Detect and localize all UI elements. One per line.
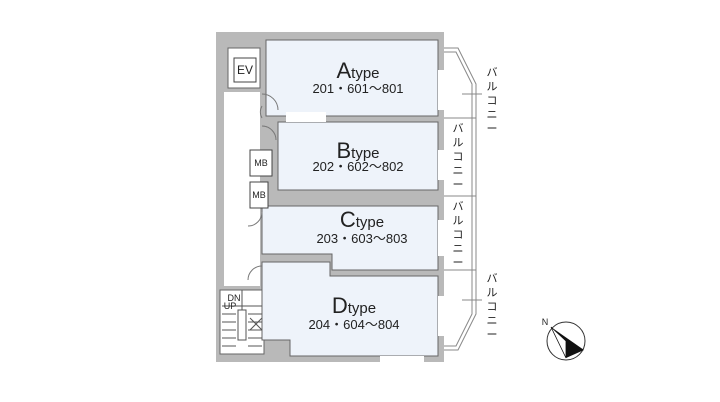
svg-text:Atype: Atype [336, 58, 379, 83]
stair-up-label: UP [224, 301, 237, 311]
balcony-label-2: バ ル コ ニ ー [453, 122, 464, 191]
staircase [222, 290, 263, 347]
openings [286, 70, 444, 364]
svg-text:ー: ー [453, 257, 464, 269]
balcony-label-4: バ ル コ ニ ー [487, 272, 498, 341]
unit-letter-c: C [340, 207, 356, 232]
unit-rooms-b: 202・602～802 [312, 159, 403, 174]
unit-rooms-c: 203・603～803 [316, 231, 407, 246]
svg-text:ル: ル [453, 215, 464, 227]
balcony-label-3: バ ル コ ニ ー [453, 200, 464, 269]
unit-suffix-b: type [351, 145, 379, 162]
unit-room-a [265, 39, 439, 117]
svg-text:コ: コ [453, 229, 464, 241]
svg-text:コ: コ [487, 301, 498, 313]
unit-letter-b: B [336, 138, 351, 163]
stair-dn-label: DN [228, 293, 241, 303]
svg-text:ー: ー [487, 123, 498, 135]
unit-room-c [261, 205, 439, 271]
unit-suffix-c: type [356, 214, 384, 231]
unit-suffix-a: type [351, 65, 379, 82]
balcony-lines [444, 47, 482, 351]
door-swings [247, 93, 279, 281]
svg-text:Dtype: Dtype [332, 293, 376, 318]
ev-box [233, 57, 257, 83]
unit-suffix-d: type [348, 300, 376, 317]
unit-rooms-a: 201・601～801 [312, 81, 403, 96]
svg-text:ー: ー [453, 179, 464, 191]
svg-text:ー: ー [487, 329, 498, 341]
unit-room-d [261, 261, 439, 357]
svg-text:ニ: ニ [487, 109, 498, 121]
north-compass: N [542, 317, 586, 361]
unit-letter-a: A [336, 58, 351, 83]
balcony-label-1: バ ル コ ニ ー [487, 66, 498, 135]
svg-text:ル: ル [487, 81, 498, 93]
svg-text:バ: バ [453, 200, 464, 213]
svg-text:Btype: Btype [336, 138, 379, 163]
svg-text:コ: コ [487, 95, 498, 107]
svg-text:ニ: ニ [487, 315, 498, 327]
unit-label-d: Dtype 204・604～804 [308, 293, 399, 332]
unit-room-b [277, 121, 439, 191]
north-label: N [542, 317, 549, 327]
mb-label-1: MB [254, 158, 268, 168]
svg-text:ル: ル [453, 137, 464, 149]
unit-label-a: Atype 201・601～801 [312, 58, 403, 96]
unit-label-b: Btype 202・602～802 [312, 138, 403, 174]
ev-label: EV [237, 63, 253, 77]
svg-text:バ: バ [487, 272, 498, 285]
svg-text:バ: バ [487, 66, 498, 79]
svg-text:ニ: ニ [453, 165, 464, 177]
unit-rooms [261, 39, 439, 357]
unit-rooms-d: 204・604～804 [308, 317, 399, 332]
svg-text:バ: バ [453, 122, 464, 135]
mb-box-1 [249, 149, 273, 177]
unit-letter-d: D [332, 293, 348, 318]
svg-text:ニ: ニ [453, 243, 464, 255]
meter-boxes: MB MB [249, 149, 273, 209]
svg-text:Ctype: Ctype [340, 207, 384, 232]
svg-text:コ: コ [453, 151, 464, 163]
unit-label-c: Ctype 203・603～803 [316, 207, 407, 246]
mb-label-2: MB [252, 190, 266, 200]
mb-box-2 [249, 181, 269, 209]
svg-text:ル: ル [487, 287, 498, 299]
